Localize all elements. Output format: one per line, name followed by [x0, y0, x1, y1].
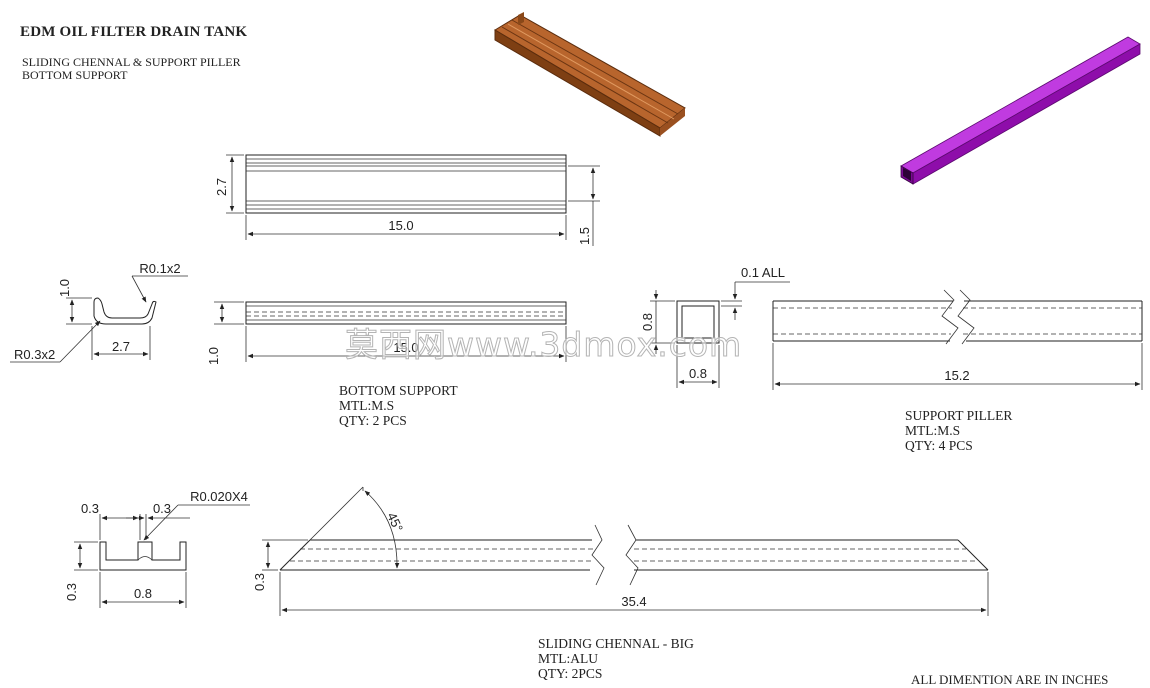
dim-bottom-support-top-height: 2.7 — [214, 178, 229, 196]
bottom-support-material: MTL:M.S — [339, 398, 395, 413]
watermark: 莫西网www.3dmox.com — [344, 325, 743, 365]
dim-piller-length: 15.2 — [944, 368, 969, 383]
drawing-subtitle-line1: SLIDING CHENNAL & SUPPORT PILLER — [22, 55, 241, 69]
drawing-title: EDM OIL FILTER DRAIN TANK — [20, 24, 248, 40]
drawing-subtitle-line2: BOTTOM SUPPORT — [22, 68, 128, 82]
dim-bottom-support-side: 1.5 — [577, 227, 592, 245]
support-piller-material: MTL:M.S — [905, 423, 961, 438]
bottom-support-qty: QTY: 2 PCS — [339, 413, 407, 428]
support-piller-qty: QTY: 4 PCS — [905, 438, 973, 453]
support-piller-name: SUPPORT PILLER — [905, 408, 1013, 423]
bottom-support-name: BOTTOM SUPPORT — [339, 383, 458, 398]
dim-section-radius-bottom: R0.3x2 — [14, 347, 55, 362]
dim-chennal-length-height: 0.3 — [252, 573, 267, 591]
dim-chennal-section-height: 0.3 — [64, 583, 79, 601]
dim-chennal-section-width: 0.8 — [134, 586, 152, 601]
sliding-chennal-name: SLIDING CHENNAL - BIG — [538, 636, 694, 651]
bottom-support-section — [10, 275, 188, 363]
dim-section-width: 2.7 — [112, 339, 130, 354]
dim-piller-section-width: 0.8 — [689, 366, 707, 381]
bottom-support-3d-model — [494, 12, 686, 137]
sliding-chennal-length-view — [262, 486, 989, 616]
dim-piller-section-height: 0.8 — [640, 313, 655, 331]
dim-piller-wall: 0.1 ALL — [741, 265, 785, 280]
sliding-chennal-qty: QTY: 2PCS — [538, 666, 603, 681]
dim-section-radius-top: R0.1x2 — [139, 261, 180, 276]
support-piller-length-view — [772, 289, 1143, 390]
sliding-chennal-material: MTL:ALU — [538, 651, 598, 666]
dim-chennal-radius: R0.020X4 — [190, 489, 248, 504]
dim-chennal-angle: 45° — [384, 510, 406, 534]
footer-units-note: ALL DIMENTION ARE IN INCHES — [911, 672, 1109, 687]
dim-front-length: 15.0 — [393, 340, 418, 355]
bottom-support-top-view — [226, 154, 600, 246]
dim-section-height: 1.0 — [57, 279, 72, 297]
support-piller-section — [650, 281, 790, 388]
sliding-chennal-notes: SLIDING CHENNAL - BIG MTL:ALU QTY: 2PCS — [538, 636, 694, 681]
bottom-support-front-view — [214, 301, 567, 362]
dim-bottom-support-top-length: 15.0 — [388, 218, 413, 233]
dim-chennal-flange-left: 0.3 — [81, 501, 99, 516]
dim-front-height: 1.0 — [206, 347, 221, 365]
bottom-support-notes: BOTTOM SUPPORT MTL:M.S QTY: 2 PCS — [339, 383, 458, 428]
support-piller-3d-model — [900, 36, 1141, 185]
dim-chennal-flange-right: 0.3 — [153, 501, 171, 516]
sliding-chennal-section — [74, 504, 250, 608]
dim-chennal-length: 35.4 — [621, 594, 646, 609]
support-piller-notes: SUPPORT PILLER MTL:M.S QTY: 4 PCS — [905, 408, 1012, 453]
